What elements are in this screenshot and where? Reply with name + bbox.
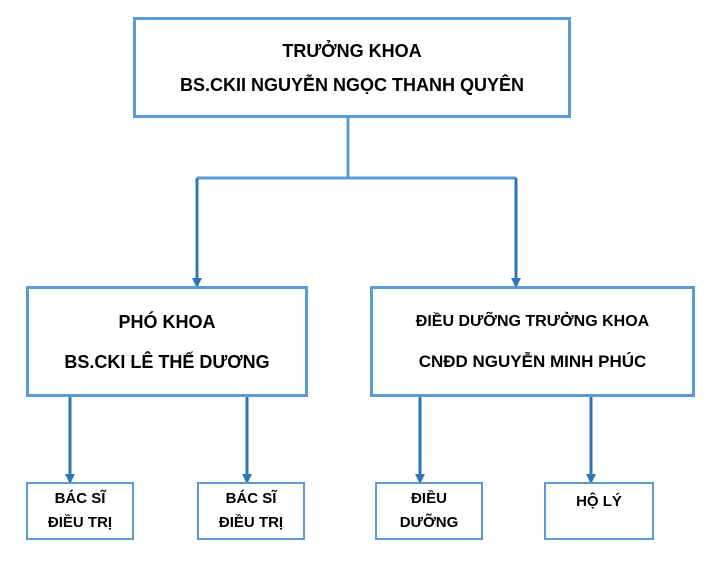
staff-box-orderly: HỘ LÝ bbox=[544, 482, 654, 540]
deputy-title: PHÓ KHOA bbox=[118, 311, 216, 332]
staff-line1: BÁC SĨ bbox=[225, 490, 277, 507]
head-name: BS.CKII NGUYỄN NGỌC THANH QUYÊN bbox=[179, 74, 525, 95]
nurse-head-title: ĐIỀU DƯỠNG TRƯỞNG KHOA bbox=[415, 312, 650, 330]
staff-box-doctor-2: BÁC SĨ ĐIỀU TRỊ bbox=[197, 482, 305, 540]
head-title: TRƯỞNG KHOA bbox=[282, 40, 422, 61]
deputy-name: BS.CKI LÊ THẾ DƯƠNG bbox=[64, 351, 270, 372]
staff-line2: DƯỠNG bbox=[399, 514, 459, 531]
staff-line2: ĐIỀU TRỊ bbox=[218, 514, 284, 531]
staff-line1: BÁC SĨ bbox=[54, 490, 106, 507]
deputy-box: PHÓ KHOA BS.CKI LÊ THẾ DƯƠNG bbox=[26, 286, 308, 397]
nurse-head-box: ĐIỀU DƯỠNG TRƯỞNG KHOA CNĐD NGUYỄN MINH … bbox=[370, 286, 695, 397]
staff-line1: ĐIỀU bbox=[411, 490, 447, 507]
staff-box-doctor-1: BÁC SĨ ĐIỀU TRỊ bbox=[26, 482, 134, 540]
nurse-head-name: CNĐD NGUYỄN MINH PHÚC bbox=[418, 351, 647, 371]
staff-line2: ĐIỀU TRỊ bbox=[47, 514, 113, 531]
staff-line1: HỘ LÝ bbox=[576, 493, 622, 510]
staff-box-nurse: ĐIỀU DƯỠNG bbox=[375, 482, 483, 540]
head-box: TRƯỞNG KHOA BS.CKII NGUYỄN NGỌC THANH QU… bbox=[133, 17, 571, 118]
